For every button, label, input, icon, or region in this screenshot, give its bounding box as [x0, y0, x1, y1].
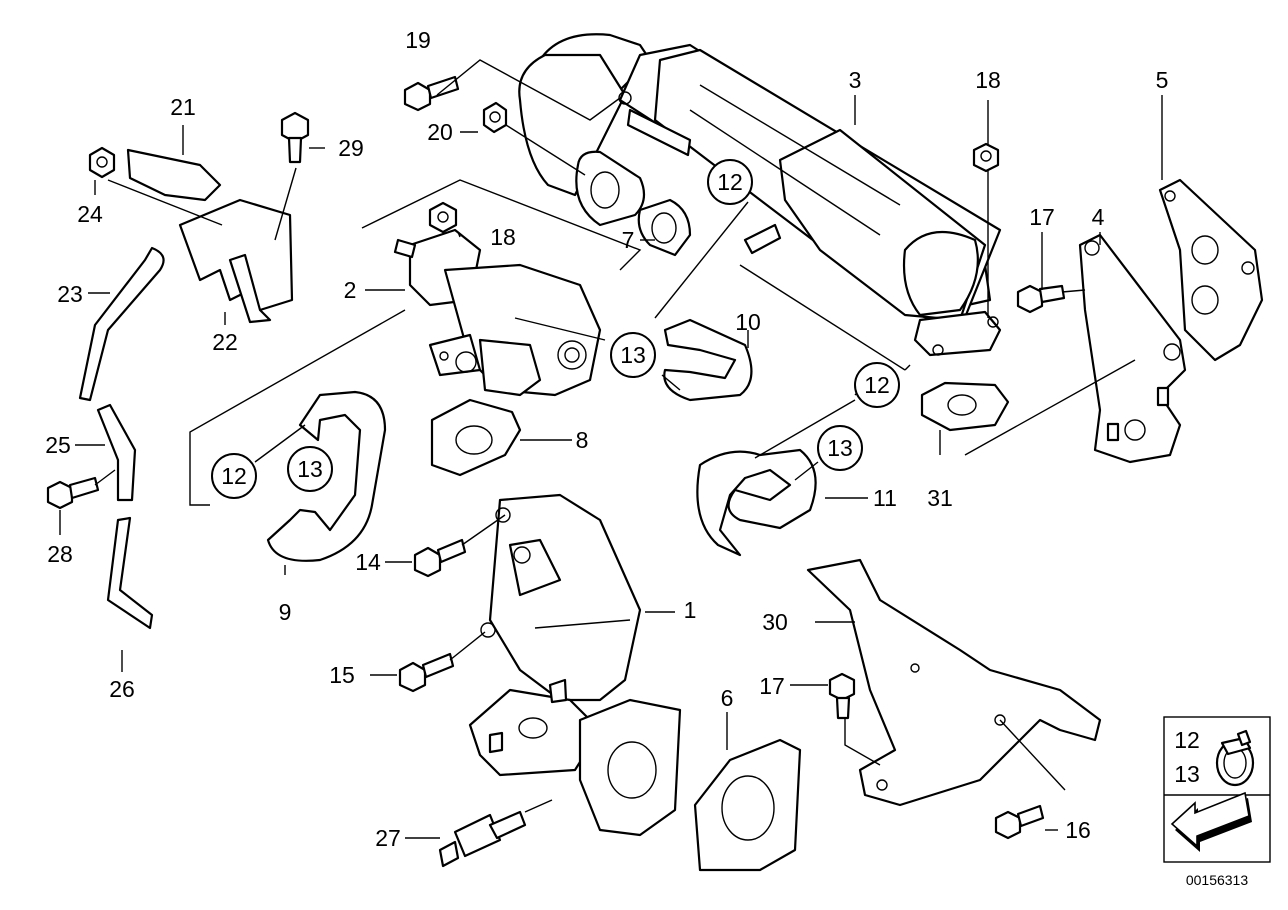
- gasket-6[interactable]: [693, 738, 802, 872]
- hose-26[interactable]: [106, 516, 154, 630]
- label-28: 28: [47, 541, 73, 567]
- exhaust-housing[interactable]: [468, 493, 682, 837]
- label-4: 4: [1092, 204, 1105, 230]
- bolt-29[interactable]: [280, 111, 310, 164]
- gasket-5[interactable]: [1158, 178, 1264, 362]
- label-12-circled-c: 12: [221, 463, 247, 489]
- label-14: 14: [355, 549, 381, 575]
- nut-18-right[interactable]: [972, 142, 1000, 173]
- legend-label-13: 13: [1174, 761, 1200, 787]
- nut-24[interactable]: [88, 146, 116, 179]
- label-17-lower: 17: [759, 673, 785, 699]
- legend-frame: [1163, 716, 1271, 863]
- circle-13c: [287, 446, 333, 492]
- hose-9[interactable]: [266, 390, 387, 562]
- bolt-16[interactable]: [994, 804, 1045, 840]
- bracket-22[interactable]: [178, 198, 294, 324]
- gasket-7[interactable]: [575, 150, 692, 257]
- label-30: 30: [762, 609, 788, 635]
- label-21: 21: [170, 94, 196, 120]
- hose-10[interactable]: [663, 318, 753, 402]
- part-number-labels: 1 2 3 4 5 6 7 8 9 10 11 14 15 16 17 17 1…: [45, 27, 1168, 851]
- arrow-icon: [1170, 791, 1252, 852]
- label-8: 8: [576, 427, 589, 453]
- label-17-upper: 17: [1029, 204, 1055, 230]
- circle-12b: [854, 362, 900, 408]
- sensor-21[interactable]: [126, 148, 222, 202]
- legend-label-12: 12: [1174, 727, 1200, 753]
- label-26: 26: [109, 676, 135, 702]
- circle-12a: [707, 159, 753, 205]
- clamp-icon: [1215, 729, 1255, 787]
- label-24: 24: [77, 201, 103, 227]
- label-18-right: 18: [975, 67, 1001, 93]
- label-16: 16: [1065, 817, 1091, 843]
- label-22: 22: [212, 329, 238, 355]
- sensor-27[interactable]: [438, 810, 527, 868]
- bolt-19[interactable]: [403, 75, 460, 112]
- hose-11[interactable]: [696, 448, 817, 557]
- bolt-14[interactable]: [413, 538, 467, 578]
- circled-labels: 12 12 12 13 13 13: [211, 159, 900, 499]
- label-19: 19: [405, 27, 431, 53]
- egr-valve[interactable]: [393, 228, 602, 397]
- legend-box: 12 13 00156313: [1163, 716, 1271, 888]
- label-15: 15: [329, 662, 355, 688]
- label-6: 6: [721, 685, 734, 711]
- circle-13b: [817, 425, 863, 471]
- label-29: 29: [338, 135, 364, 161]
- label-13-circled-a: 13: [620, 342, 646, 368]
- bracket-4[interactable]: [1078, 233, 1187, 464]
- label-20: 20: [427, 119, 453, 145]
- label-27: 27: [375, 825, 401, 851]
- egr-cooler[interactable]: [518, 33, 1002, 357]
- label-25: 25: [45, 432, 71, 458]
- label-7: 7: [622, 227, 635, 253]
- circle-12c: [211, 453, 257, 499]
- leader-lines: [59, 59, 1163, 839]
- label-9: 9: [279, 599, 292, 625]
- hose-23[interactable]: [78, 246, 165, 402]
- bolt-15[interactable]: [398, 652, 455, 693]
- label-10: 10: [735, 309, 761, 335]
- label-13-circled-b: 13: [827, 435, 853, 461]
- label-23: 23: [57, 281, 83, 307]
- gasket-31[interactable]: [920, 381, 1010, 432]
- bracket-30[interactable]: [806, 558, 1102, 807]
- bolt-17-lower[interactable]: [828, 672, 856, 720]
- gasket-8[interactable]: [430, 398, 522, 477]
- label-12-circled-a: 12: [717, 169, 743, 195]
- label-12-circled-b: 12: [864, 372, 890, 398]
- label-3: 3: [849, 67, 862, 93]
- label-18-left: 18: [490, 224, 516, 250]
- reference-number: 00156313: [1186, 872, 1249, 888]
- label-31: 31: [927, 485, 953, 511]
- label-13-circled-c: 13: [297, 456, 323, 482]
- label-11: 11: [873, 485, 897, 511]
- label-1: 1: [684, 597, 697, 623]
- label-2: 2: [344, 277, 357, 303]
- circle-13a: [610, 332, 656, 378]
- bolt-28[interactable]: [46, 476, 100, 510]
- label-5: 5: [1156, 67, 1169, 93]
- nut-20[interactable]: [482, 101, 508, 134]
- nut-18-left[interactable]: [428, 201, 458, 234]
- bracket-25[interactable]: [96, 403, 137, 502]
- bolt-17-upper[interactable]: [1016, 284, 1066, 314]
